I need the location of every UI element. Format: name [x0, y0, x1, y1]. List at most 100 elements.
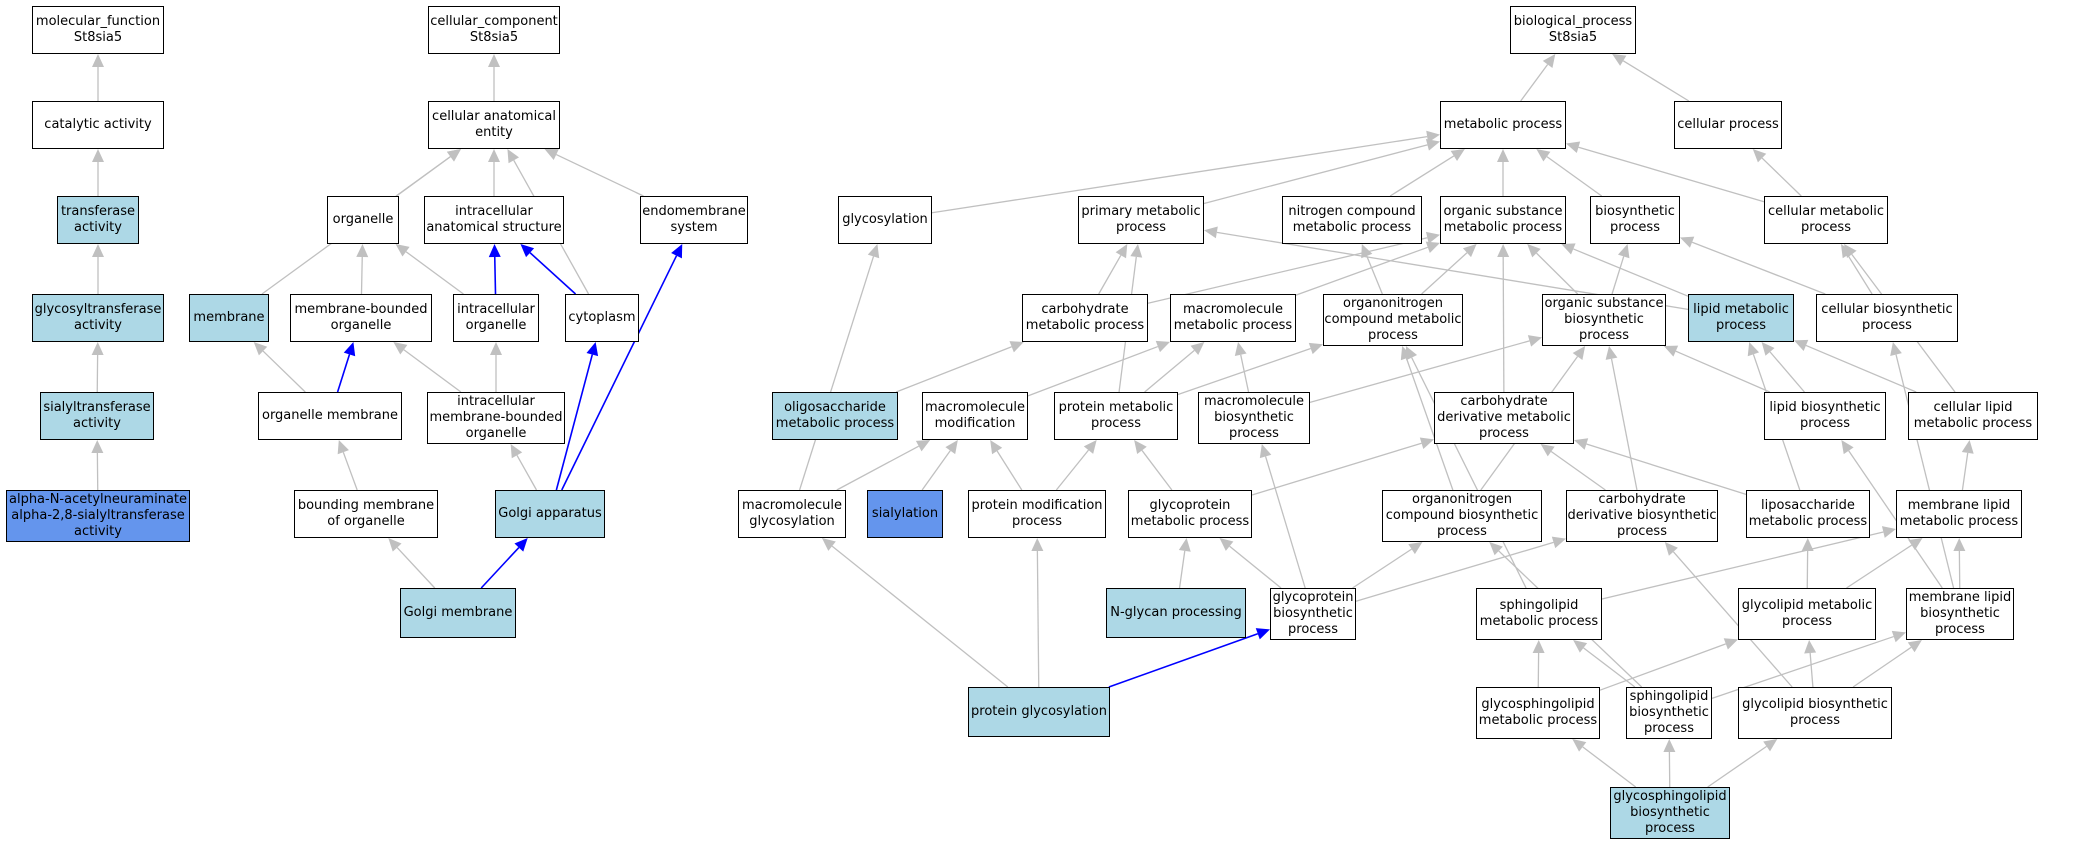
node-metabolic-process: metabolic process	[1440, 101, 1566, 149]
edge-gsl_bio-glycolipid_bio	[1707, 745, 1767, 788]
edge-glycolipid_bio-carb_deriv_bio	[1672, 551, 1793, 688]
arrowhead-sphingo_met-mem_lipid_met	[1881, 526, 1896, 538]
arrowhead-sphingo_bio-orgN_bio	[1489, 542, 1503, 556]
edge-gsl_met-glycolipid_met	[1599, 643, 1727, 691]
arrowhead-cell_lipid_met-cell_met	[1844, 244, 1857, 258]
edge-carb_deriv_bio-org_sub_bio	[1610, 358, 1638, 491]
edge-sphingo_bio-sphingo_met	[1583, 647, 1636, 688]
edge-glycolipid_met-mem_lipid_met	[1846, 544, 1913, 589]
arrowhead-mem_lipid_bio-cell_bio	[1890, 342, 1902, 357]
arrowhead-org_sub_bio-org_sub_met	[1527, 244, 1541, 258]
arrowhead-orgN_met-org_sub_met	[1462, 244, 1477, 258]
arrowhead-cell_met-cellular_proc	[1752, 149, 1767, 163]
node-organic-substance-metabolic-process: organic substance metabolic process	[1440, 196, 1566, 244]
arrowhead-golgi-cytoplasm	[586, 342, 599, 357]
arrowhead-macro_glyc-macro_mod	[915, 440, 931, 452]
edge-prot_mod-macro_mod	[996, 450, 1023, 491]
arrowhead-alpha_sialyl-sialyltransferase	[91, 440, 104, 454]
arrowhead-mbo-organelle	[356, 244, 369, 258]
edge-prot_glyc-macro_glyc	[831, 545, 1009, 688]
node-glycolipid-biosynthetic-process: glycolipid biosynthetic process	[1738, 687, 1892, 739]
node-alpha-sialyltransferase-activity: alpha-N-acetylneuraminate alpha-2,8-sial…	[6, 490, 190, 542]
edge-liposacch_met-carb_deriv_met	[1586, 443, 1747, 496]
arrowhead-macro_bio-org_sub_bio	[1527, 335, 1542, 347]
edge-golgi-endomembrane	[561, 255, 678, 491]
node-endomembrane-system: endomembrane system	[640, 196, 748, 244]
edge-glycoprot_bio-macro_bio	[1264, 456, 1306, 589]
arrowhead-prot_mod-prot_met	[1083, 440, 1097, 454]
edge-imbo-mbo	[403, 349, 462, 393]
edge-org_sub_bio-biosynthetic	[1611, 256, 1625, 295]
edge-cell_met-cellular_proc	[1761, 157, 1802, 197]
arrowhead-transferase-catalytic	[92, 149, 104, 162]
arrowhead-gsl_met-glycolipid_met	[1723, 638, 1738, 650]
arrowhead-prot_glyc-macro_glyc	[821, 538, 836, 551]
arrowhead-glycoprot_bio-carb_deriv_bio	[1551, 536, 1566, 549]
arrowhead-gsl_bio-sphingo_bio	[1663, 739, 1676, 753]
node-primary-metabolic-process: primary metabolic process	[1078, 196, 1204, 244]
node-cellular-metabolic-process: cellular metabolic process	[1764, 196, 1888, 244]
edge-sphingo_met-orgN_met	[1411, 357, 1527, 589]
arrowhead-catalytic-mf_root	[92, 54, 104, 67]
arrowhead-liposacch_met-carb_deriv_met	[1574, 438, 1589, 450]
arrowhead-gsl_bio-glycolipid_bio	[1763, 739, 1778, 752]
arrowhead-endomembrane-cae	[544, 149, 559, 160]
arrowhead-bmo-org_mem	[337, 440, 349, 455]
arrowhead-glycolipid_bio-glycolipid_met	[1804, 640, 1817, 654]
edge-golgi-imbo	[516, 455, 538, 491]
edge-glycoprot_bio-orgN_bio	[1352, 548, 1412, 589]
node-cellular-biosynthetic-process: cellular biosynthetic process	[1816, 294, 1958, 342]
edge-sialylation-macro_mod	[921, 450, 951, 491]
node-membrane-lipid-biosynthetic-process: membrane lipid biosynthetic process	[1906, 588, 2014, 640]
edge-glycoprot_bio-glycoprot_met	[1229, 545, 1282, 589]
node-biological-process: biological_process St8sia5	[1510, 6, 1636, 54]
edge-prot_mod-prot_met	[1055, 449, 1090, 491]
edge-glycosylation-metabolic	[931, 136, 1428, 214]
node-transferase-activity: transferase activity	[57, 196, 139, 244]
edge-golgi-cytoplasm	[555, 354, 594, 491]
edge-cellular_proc-bp_root	[1622, 60, 1690, 102]
edge-carb_met-org_sub_met	[1147, 237, 1428, 304]
node-protein-modification-process: protein modification process	[968, 490, 1106, 538]
edge-cell_bio-biosynthetic	[1691, 241, 1826, 295]
arrowhead-cellular_proc-bp_root	[1612, 54, 1627, 66]
arrowhead-prot_mod-macro_mod	[990, 440, 1003, 455]
arrowhead-mem_lipid_bio-mem_lipid_met	[1953, 538, 1966, 552]
arrowhead-glycoprot_met-prot_met	[1134, 440, 1147, 454]
edge-intra_org-ias	[493, 256, 497, 295]
node-glycosphingolipid-biosynthetic-process: glycosphingolipid biosynthetic process	[1610, 787, 1730, 839]
arrowhead-glycolipid_met-mem_lipid_met	[1908, 538, 1923, 551]
arrowhead-prot_met-primary_met	[1130, 244, 1143, 258]
node-sphingolipid-biosynthetic-process: sphingolipid biosynthetic process	[1626, 687, 1712, 739]
node-golgi-apparatus: Golgi apparatus	[495, 490, 605, 538]
node-organonitrogen-compound-metabolic-process: organonitrogen compound metabolic proces…	[1323, 294, 1463, 346]
arrowhead-carb_met-org_sub_met	[1425, 231, 1440, 244]
node-glycosyltransferase-activity: glycosyltransferase activity	[32, 294, 164, 342]
node-cellular-anatomical-entity: cellular anatomical entity	[428, 101, 560, 149]
edge-prot_glyc-glycoprot_bio	[1108, 633, 1259, 688]
edge-carb_met-primary_met	[1098, 254, 1122, 295]
edge-metabolic-bp_root	[1520, 64, 1549, 102]
node-cytoplasm: cytoplasm	[565, 294, 639, 342]
edge-cell_bio-cell_met	[1847, 254, 1873, 295]
node-glycosylation: glycosylation	[838, 196, 932, 244]
arrowhead-glycolipid_bio-mem_lipid_bio	[1907, 640, 1922, 653]
arrowhead-sialyltransferase-glycosyltransferase	[91, 342, 104, 356]
arrowhead-prot_glyc-prot_mod	[1031, 538, 1044, 552]
edge-prot_glyc-prot_mod	[1036, 550, 1040, 688]
arrowhead-nglycan-glycoprot_met	[1178, 538, 1191, 552]
arrowhead-lipid_met-primary_met	[1204, 226, 1218, 239]
edge-lipid_bio-org_sub_bio	[1675, 350, 1771, 393]
arrowhead-intra_org-ias	[488, 244, 501, 258]
node-glycolipid-metabolic-process: glycolipid metabolic process	[1738, 588, 1876, 640]
edge-mbo-organelle	[360, 256, 363, 295]
edge-nglycan-glycoprot_met	[1178, 550, 1186, 589]
node-membrane: membrane	[189, 294, 269, 342]
arrowhead-golgi_mem-bmo	[388, 538, 402, 552]
arrowhead-lipid_met-org_sub_met	[1561, 243, 1576, 255]
node-cellular-lipid-metabolic-process: cellular lipid metabolic process	[1908, 392, 2038, 440]
arrowhead-glycoprot_bio-glycoprot_met	[1219, 538, 1234, 551]
node-intracellular-anatomical-structure: intracellular anatomical structure	[424, 196, 564, 244]
node-lipid-biosynthetic-process: lipid biosynthetic process	[1764, 392, 1886, 440]
node-glycoprotein-biosynthetic-process: glycoprotein biosynthetic process	[1270, 588, 1356, 640]
